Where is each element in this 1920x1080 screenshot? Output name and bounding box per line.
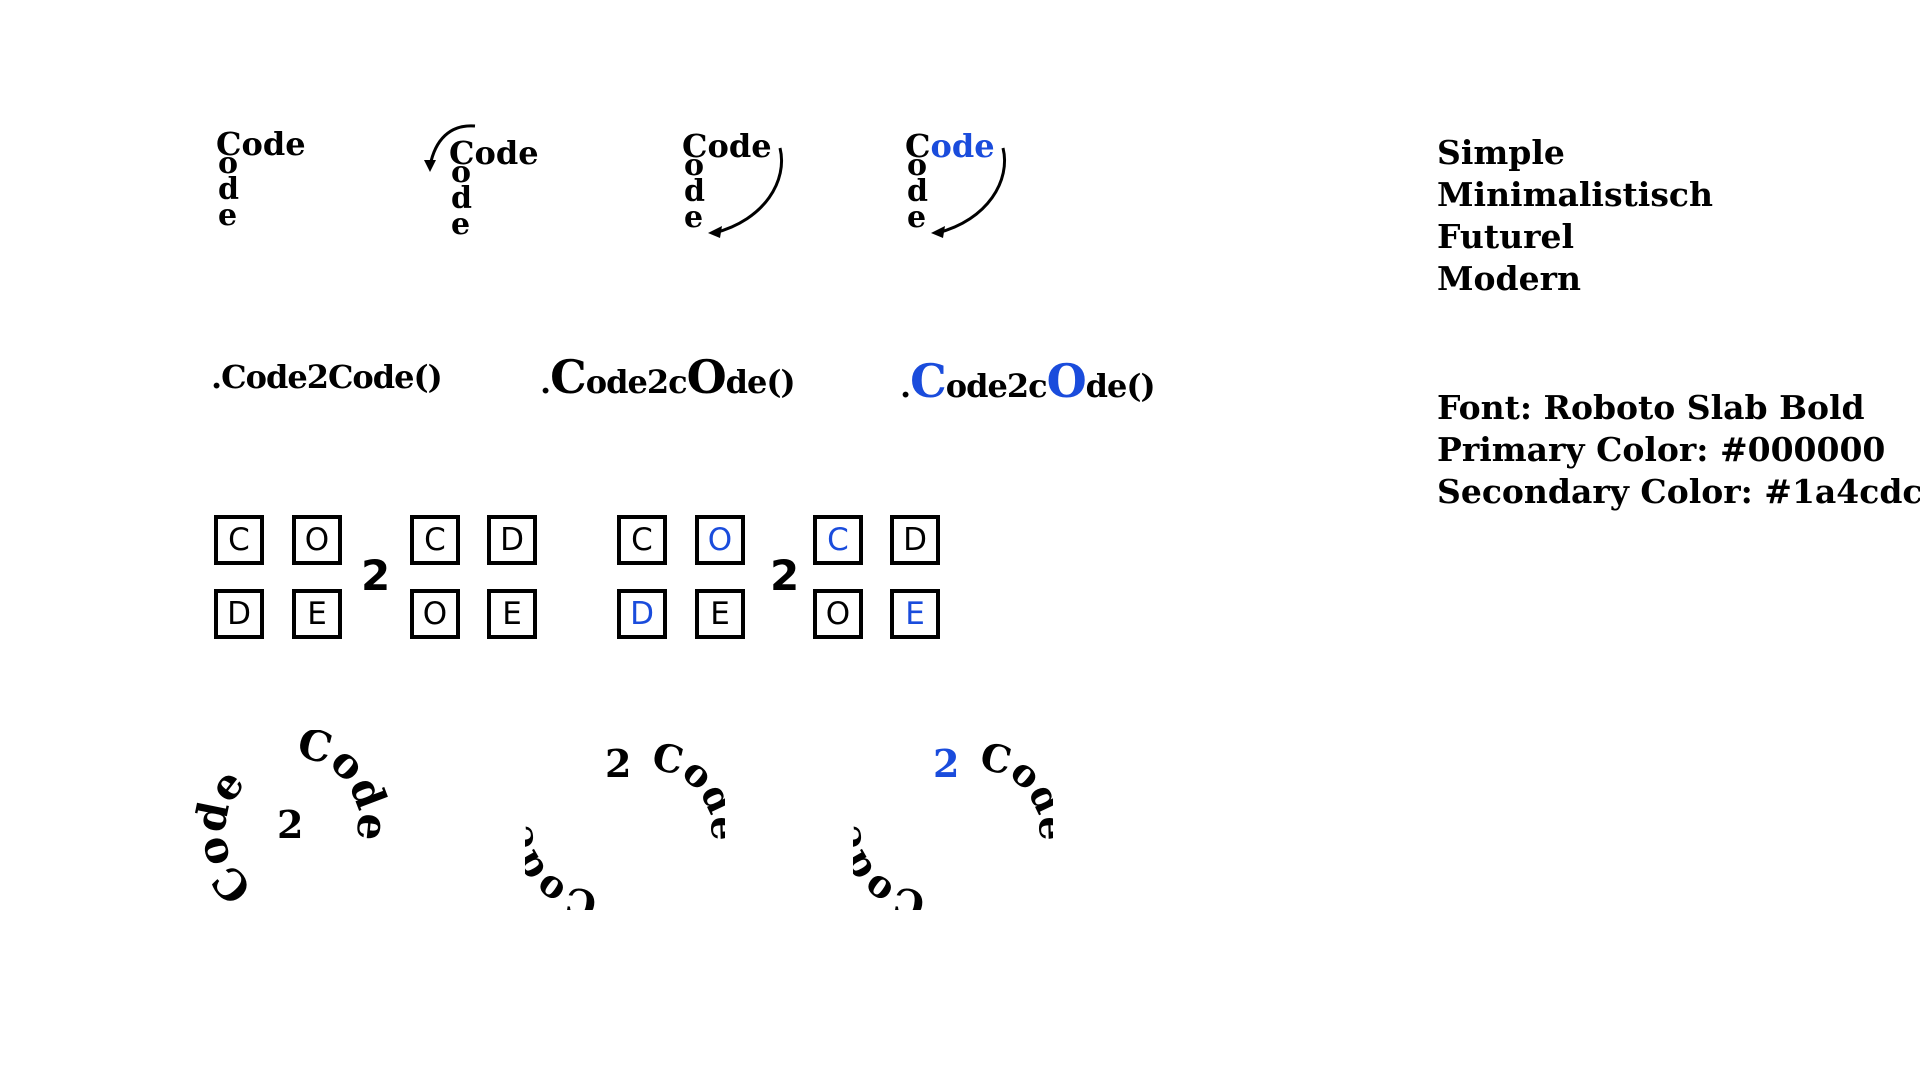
spec-secondary-color: Secondary Color: #1a4cdc [1437,472,1920,511]
function-logo-1: .Code2Code() [211,358,443,396]
circle-two: 2 [277,802,303,847]
number-two: 2 [361,551,391,600]
vertical-logo-word: Code [216,125,306,163]
vertical-logo-stack: o d e [684,148,705,235]
big-o: O [686,350,727,404]
function-logo-3: .Code2cOde() [900,354,1156,408]
circle-two-accent: 2 [933,741,959,786]
stack-letter: e [684,200,704,235]
letter-box-accent: O [695,515,745,565]
vertical-logo-word: Code [905,130,995,162]
circle-two: 2 [605,741,631,786]
circle-text-a: Code [195,760,261,910]
stack-letter: e [218,198,238,233]
stack-letter: d [218,172,239,207]
stack-letter: d [684,174,705,209]
letter-box: D [214,589,264,639]
stack-letter: e [907,200,927,235]
descriptor-item: Simple [1437,133,1565,172]
spec-list: Font: Roboto Slab Bold Primary Color: #0… [1437,387,1920,513]
end-text: de() [1085,367,1156,405]
circle-text-b: Code [976,733,1053,841]
letter-box: O [813,589,863,639]
mid-text: ode2c [945,367,1048,405]
circle-text-a: Code [525,823,599,910]
stack-letter: d [907,174,928,209]
circle-text-a: Code [853,823,927,910]
stack-letter: o [218,146,239,181]
letter-box: E [487,589,537,639]
dot: . [540,363,551,401]
stack-letter: o [907,148,928,183]
circle-text-b: Code [293,730,395,843]
vertical-logo-stack: o d e [451,155,472,242]
descriptor-item: Minimalistisch [1437,175,1713,214]
big-c: C [550,350,587,404]
letter-box: E [695,589,745,639]
big-c-accent: C [910,354,947,408]
vertical-logo-word: Code [449,134,539,172]
vertical-logo-stack: o d e [907,148,928,235]
spec-primary-color: Primary Color: #000000 [1437,430,1886,469]
curved-arrow-icon [931,147,1006,238]
letter-box: C [214,515,264,565]
letter-box-accent: C [813,515,863,565]
curved-arrow-icon [424,124,476,172]
circle-text-b: Code [648,733,725,841]
descriptor-item: Modern [1437,259,1581,298]
letter-box: E [292,589,342,639]
word-first-letter: C [905,127,931,165]
spec-font: Font: Roboto Slab Bold [1437,388,1865,427]
circular-logo-2: Code Code 2 [525,733,725,910]
letter-box: O [410,589,460,639]
end-text: de() [725,363,796,401]
descriptor-list: Simple Minimalistisch Futurel Modern [1437,132,1713,300]
big-o-accent: O [1046,354,1087,408]
vertical-logo-stack: o d e [218,146,239,233]
letter-box: C [410,515,460,565]
function-logo-2: .Code2cOde() [540,350,796,404]
letter-box-accent: D [617,589,667,639]
stack-letter: o [684,148,705,183]
letter-box: O [292,515,342,565]
circular-logo-1: Code Code 2 [195,730,395,910]
descriptor-item: Futurel [1437,217,1574,256]
word-rest-accent: ode [930,127,995,165]
letter-box-accent: E [890,589,940,639]
letter-box: D [487,515,537,565]
vertical-logo-word: Code [682,127,772,165]
letter-box: D [890,515,940,565]
letter-box: C [617,515,667,565]
dot: . [900,367,911,405]
stack-letter: o [451,155,472,190]
curved-arrow-icon [708,147,783,238]
number-two: 2 [770,551,800,600]
stack-letter: d [451,181,472,216]
mid-text: ode2c [585,363,688,401]
stack-letter: e [451,207,471,242]
circular-logo-3: Code Code 2 [853,733,1053,910]
